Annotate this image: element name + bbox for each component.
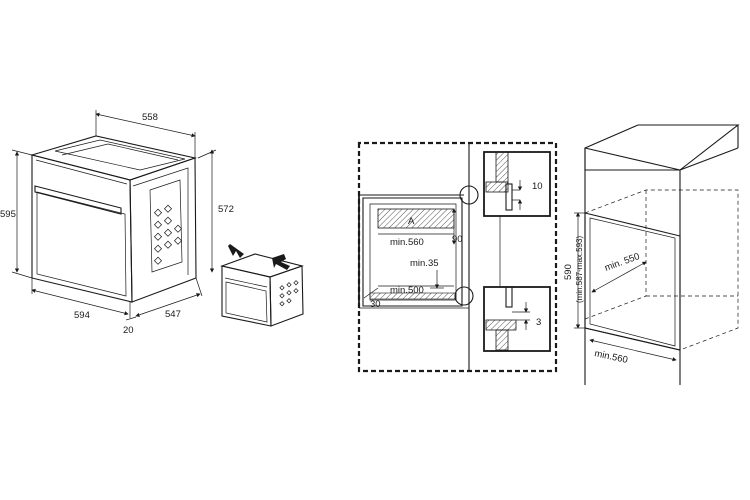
niche-drawing: min. 550 590 (min.587-max.593) min.560	[563, 124, 740, 385]
detail-top: 10	[483, 151, 551, 217]
dim-90: 90	[452, 234, 463, 245]
detail-marker-bottom	[454, 286, 474, 306]
oven-handle	[34, 185, 122, 215]
dim-590: 590	[563, 264, 574, 280]
dim-niche-min560: min.560	[593, 348, 628, 366]
detail-marker-top	[459, 185, 479, 205]
cabinet-outline	[357, 141, 558, 373]
dim-572: 572	[218, 204, 234, 215]
dim-547: 547	[165, 309, 181, 320]
control-panel	[149, 179, 183, 273]
cutout-a	[377, 208, 455, 229]
cabinet-section-drawing: A min.560 90 min.35 min.500 30	[357, 141, 558, 373]
dim-20: 20	[123, 325, 134, 336]
dim-10: 10	[532, 181, 543, 192]
oven-side	[129, 157, 197, 303]
lift-arrow-icon	[228, 244, 244, 258]
dim-594: 594	[74, 310, 90, 321]
oven-drawing: 558 572 595 594 20 547	[0, 110, 234, 336]
lift-arrow-icon	[272, 254, 290, 270]
dim-590-range: (min.587-max.593)	[575, 236, 584, 303]
dim-558: 558	[142, 112, 158, 123]
oven-door	[36, 191, 127, 297]
label-a: A	[408, 216, 415, 227]
detail-bottom: 3	[483, 286, 551, 352]
dim-min560: min.560	[390, 237, 424, 248]
dim-min500: min.500	[390, 285, 424, 296]
dim-min550: min. 550	[603, 251, 641, 274]
small-oven-drawing	[220, 244, 304, 327]
dim-3: 3	[536, 317, 541, 328]
dim-595: 595	[0, 209, 16, 220]
dim-min35: min.35	[410, 258, 439, 269]
dim-30: 30	[370, 299, 381, 310]
